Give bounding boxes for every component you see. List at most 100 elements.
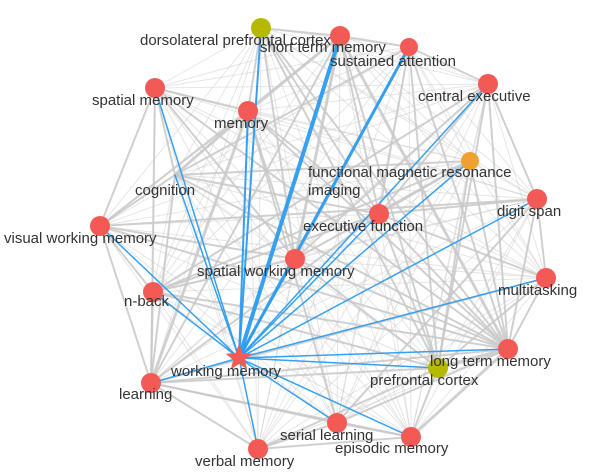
focus-edge-em [238, 357, 412, 438]
edge-ce-spm [154, 83, 489, 89]
node-mt[interactable] [536, 268, 556, 288]
edge-strong-mt-ef [378, 213, 547, 279]
edge-fmri-ds [469, 160, 538, 200]
edge-strong-em-verb [257, 436, 412, 450]
node-swm[interactable] [285, 249, 305, 269]
edge-strong-dlpfc-swm [260, 27, 296, 260]
edge-strong-swm-nb [152, 258, 296, 293]
edge-stm-spm [154, 35, 341, 89]
edge-strong-sl-em [336, 422, 412, 438]
label-vwm: visual working memory [4, 230, 157, 247]
label-em: episodic memory [335, 440, 449, 457]
edge-strong-stm-ltm [338, 34, 510, 351]
focus-edge-ef [238, 213, 380, 359]
edge-sa-fmri [408, 46, 471, 162]
edge-strong-ef-nb [152, 213, 380, 293]
edge-swm-learn [150, 258, 296, 384]
edge-strong-pfc-learn [150, 367, 439, 384]
edge-ce-verb [257, 83, 489, 450]
edge-strong-ds-ltm [507, 198, 538, 350]
focus-edge-stm [237, 34, 342, 360]
node-sl[interactable] [327, 413, 347, 433]
edge-strong-ltm-pfc [436, 347, 510, 370]
node-sa[interactable] [400, 38, 418, 56]
label-stm: short term memory [260, 39, 386, 56]
edge-dlpfc-verb [257, 27, 262, 450]
edge-strong-ltm-sl [336, 348, 509, 424]
edge-strong-pfc-em [410, 367, 439, 438]
label-swm: spatial working memory [197, 263, 355, 280]
edge-sa-ds [408, 46, 538, 200]
edge-cog-nb [152, 174, 176, 293]
focus-edge-learn [150, 357, 240, 384]
edge-strong-mem-ltm [247, 110, 509, 350]
node-fmri[interactable] [461, 152, 479, 170]
label-ltm: long term memory [430, 353, 551, 370]
edge-strong-spm-vwm [99, 87, 156, 227]
label-nb: n-back [124, 293, 170, 310]
node-pfc[interactable] [428, 358, 448, 378]
node-ef[interactable] [369, 204, 389, 224]
focus-edge-pfc [238, 357, 439, 369]
edge-strong-ltm-em [409, 347, 510, 439]
edge-mem-verb [247, 110, 259, 450]
label-learn: learning [119, 386, 172, 403]
focus-edge-sl [238, 357, 338, 424]
edge-ce-em [410, 83, 489, 438]
edge-strong-fmri-ef [378, 160, 471, 215]
edge-strong-ce-pfc [437, 83, 489, 369]
node-ce[interactable] [478, 74, 498, 94]
edge-ds-learn [150, 198, 538, 384]
node-verb[interactable] [248, 439, 268, 459]
edge-stm-sl [336, 35, 341, 424]
edge-stm-mt [339, 35, 547, 279]
edge-strong-vwm-nb [99, 225, 154, 293]
edge-mt-verb [257, 277, 547, 450]
edge-spm-verb [154, 87, 259, 450]
edge-strong-cog-ltm [174, 174, 509, 350]
edge-strong-cog-vwm [99, 174, 176, 227]
edge-strong-spm-cog [154, 87, 176, 176]
focus-edge-vwm [99, 225, 240, 359]
edge-strong-stm-ef [339, 35, 380, 215]
edge-strong-stm-mem [246, 34, 342, 113]
node-ds[interactable] [527, 189, 547, 209]
node-stm[interactable] [330, 26, 350, 46]
label-cog: cognition [135, 182, 195, 199]
edge-strong-ce-ltm [487, 83, 509, 350]
label-ce: central executive [418, 88, 531, 105]
edge-strong-mt-pfc [437, 277, 547, 369]
edge-strong-vwm-learn [99, 225, 152, 384]
node-spm[interactable] [145, 78, 165, 98]
label-pfc: prefrontal cortex [370, 372, 479, 389]
edge-spm-mt [154, 87, 547, 279]
edge-ce-mem [247, 83, 489, 112]
node-mem[interactable] [238, 101, 258, 121]
node-dlpfc[interactable] [251, 18, 271, 38]
node-nb[interactable] [143, 282, 163, 302]
edge-strong-sa-pfc [408, 46, 439, 369]
edge-ltm-verb [257, 348, 509, 450]
edge-dlpfc-spm [154, 27, 262, 89]
edge-strong-nb-learn [150, 291, 154, 384]
label-mt: multitasking [498, 282, 577, 299]
edge-fmri-mt [469, 160, 547, 279]
edge-nb-verb [152, 291, 259, 450]
node-learn[interactable] [141, 373, 161, 393]
edge-strong-mem-ef [247, 110, 380, 215]
edge-strong-fmri-ltm [469, 160, 509, 350]
node-ltm[interactable] [498, 339, 518, 359]
node-em[interactable] [401, 427, 421, 447]
edge-strong-spm-mem [154, 87, 249, 112]
edge-strong-stm-learn [150, 35, 341, 384]
edge-strong-mt-ltm [507, 277, 547, 350]
focus-edge-nb [152, 291, 240, 359]
edge-strong-sa-ce [408, 46, 489, 85]
node-wm[interactable] [225, 344, 253, 370]
focus-edge-ltm [238, 348, 509, 359]
label-verb: verbal memory [195, 453, 295, 470]
edge-strong-stm-sa [339, 35, 410, 48]
node-vwm[interactable] [90, 216, 110, 236]
